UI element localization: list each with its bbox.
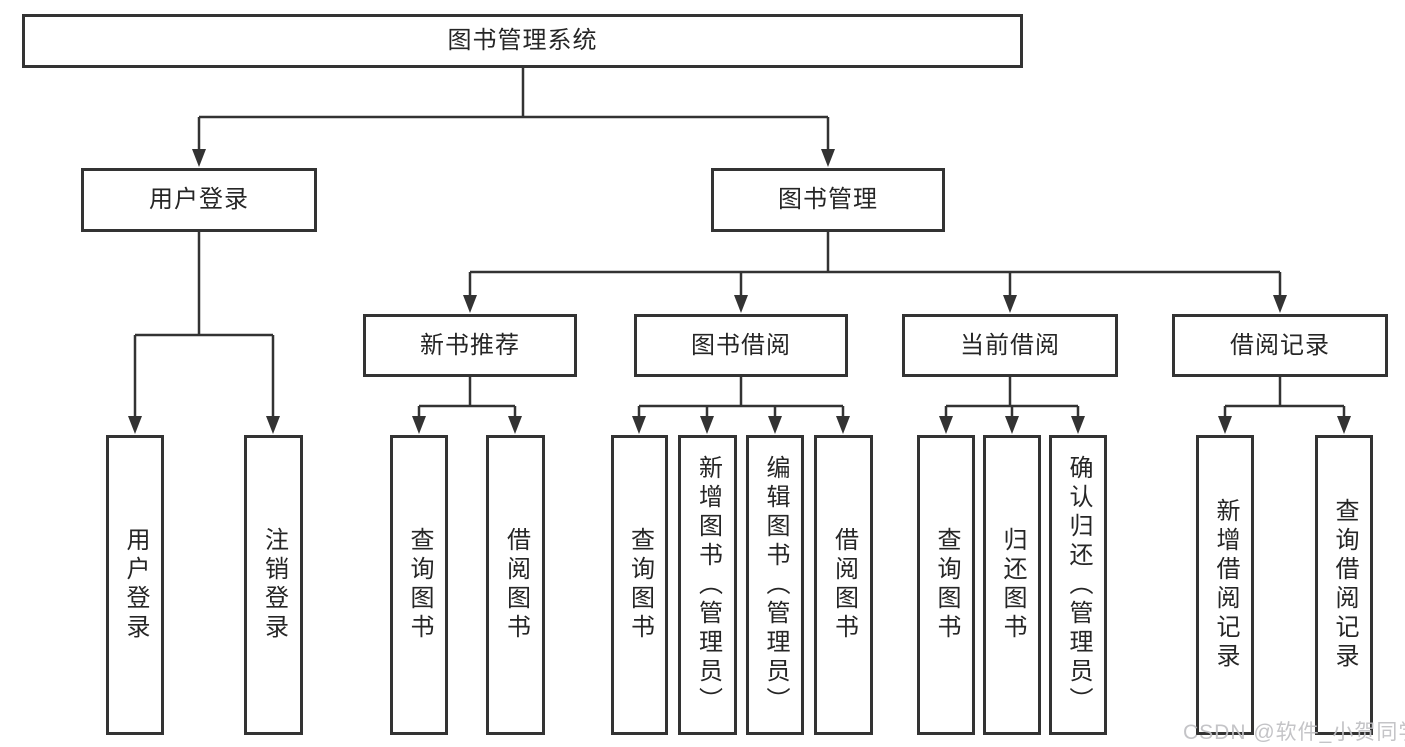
- leaf-borrow-add-book-admin: 新增图书（管理员）: [678, 435, 737, 735]
- leaf-recommend-query-book: 查询图书: [390, 435, 448, 735]
- leaf-borrow-edit-book-admin: 编辑图书（管理员）: [746, 435, 804, 735]
- node-book-management: 图书管理: [711, 168, 945, 232]
- node-current-borrow: 当前借阅: [902, 314, 1118, 377]
- node-new-book-recommend: 新书推荐: [363, 314, 577, 377]
- csdn-watermark: CSDN @软件_小贺同学: [1183, 721, 1405, 744]
- leaf-records-add-record: 新增借阅记录: [1196, 435, 1254, 735]
- leaf-logout: 注销登录: [244, 435, 303, 735]
- leaf-records-query-record: 查询借阅记录: [1315, 435, 1373, 735]
- leaf-current-query-book: 查询图书: [917, 435, 975, 735]
- node-user-login: 用户登录: [81, 168, 317, 232]
- leaf-user-login: 用户登录: [106, 435, 164, 735]
- leaf-current-return-book: 归还图书: [983, 435, 1041, 735]
- leaf-recommend-borrow-book: 借阅图书: [486, 435, 545, 735]
- leaf-borrow-query-book: 查询图书: [611, 435, 668, 735]
- leaf-current-confirm-return-admin: 确认归还（管理员）: [1049, 435, 1107, 735]
- node-borrow-records: 借阅记录: [1172, 314, 1388, 377]
- node-library-management-system: 图书管理系统: [22, 14, 1023, 68]
- leaf-borrow-borrow-book: 借阅图书: [814, 435, 873, 735]
- node-book-borrow: 图书借阅: [634, 314, 848, 377]
- connector-lines: [133, 68, 1346, 420]
